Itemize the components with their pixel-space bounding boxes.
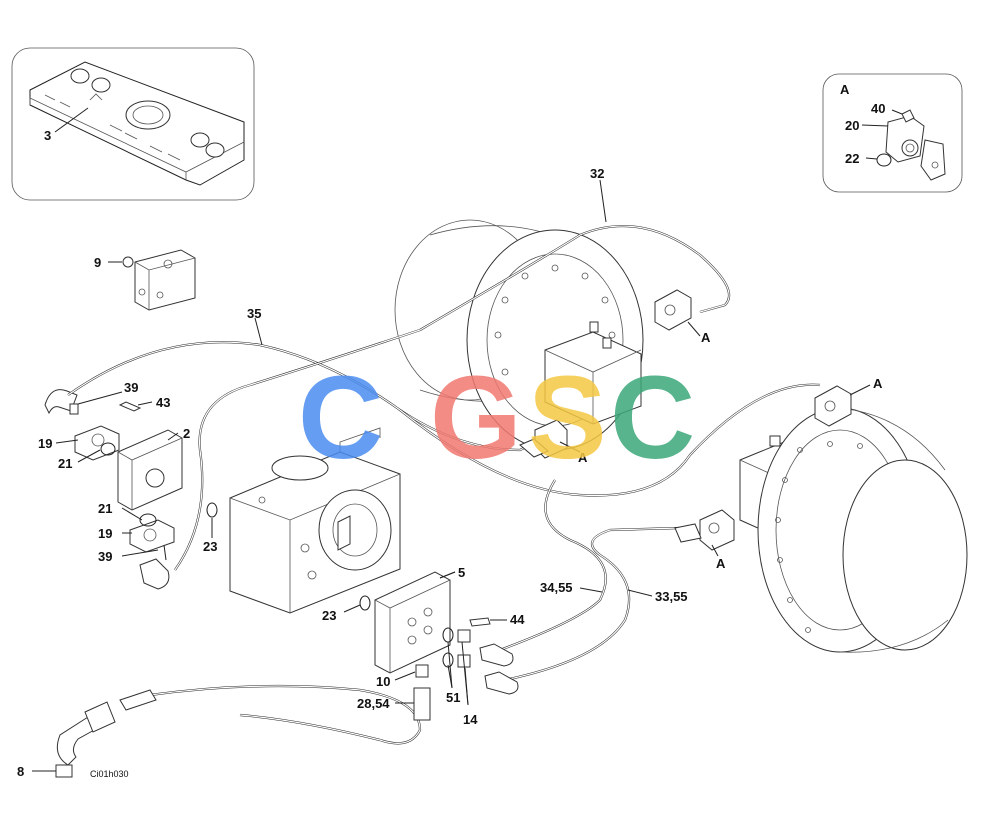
callout-3: 3 <box>44 128 51 143</box>
inset-title: A <box>840 82 850 97</box>
callout-19-bottom: 19 <box>98 526 112 541</box>
callout-19-top: 19 <box>38 436 52 451</box>
fitting-block-9: 9 <box>94 249 196 311</box>
watermark-logo: C G S C <box>298 352 695 484</box>
hose-lines <box>67 225 821 745</box>
callout-32: 32 <box>590 166 604 181</box>
inset-dashboard: 3 <box>11 47 255 201</box>
callout-51: 51 <box>446 690 460 705</box>
bolt-circle-icon <box>775 441 863 633</box>
callout-a-4: A <box>716 556 726 571</box>
callout-22: 22 <box>845 151 859 166</box>
callout-labels: 35 32 39 43 19 21 2 21 19 39 23 23 5 44 … <box>17 166 883 779</box>
callout-43: 43 <box>156 395 170 410</box>
callout-9: 9 <box>94 255 101 270</box>
callout-14: 14 <box>463 712 478 727</box>
callout-10: 10 <box>376 674 390 689</box>
callout-34-55: 34,55 <box>540 580 573 595</box>
watermark-letter-3: S <box>528 352 607 484</box>
valve-block-5 <box>374 571 456 674</box>
watermark-letter-1: C <box>298 352 383 484</box>
callout-8: 8 <box>17 764 24 779</box>
callout-23-right: 23 <box>322 608 336 623</box>
callout-28-54: 28,54 <box>357 696 390 711</box>
callout-a-3: A <box>578 450 588 465</box>
callout-a-1: A <box>701 330 711 345</box>
block-2-assembly <box>44 389 183 590</box>
callout-39-bottom: 39 <box>98 549 112 564</box>
wheel-motor-lower <box>739 407 968 653</box>
drawing-code: Ci01h030 <box>90 769 129 779</box>
watermark-letter-2: G <box>430 352 522 484</box>
leader-lines <box>32 179 871 772</box>
gauge-icon <box>70 68 225 158</box>
callout-33-55: 33,55 <box>655 589 688 604</box>
callout-20: 20 <box>845 118 859 133</box>
pump-housing <box>229 427 401 614</box>
inset-flange-detail: A 40 20 22 <box>822 73 963 193</box>
fittings-cluster <box>55 502 519 778</box>
callout-39-top: 39 <box>124 380 138 395</box>
callout-44: 44 <box>510 612 525 627</box>
callout-21-top: 21 <box>58 456 72 471</box>
callout-35: 35 <box>247 306 261 321</box>
callout-5: 5 <box>458 565 465 580</box>
callout-23-left: 23 <box>203 539 217 554</box>
callout-40: 40 <box>871 101 885 116</box>
callout-2: 2 <box>183 426 190 441</box>
watermark-letter-4: C <box>610 352 695 484</box>
wheel-motor-upper <box>394 219 644 451</box>
callout-a-2: A <box>873 376 883 391</box>
callout-21-bottom: 21 <box>98 501 112 516</box>
flange-a-icons <box>519 289 852 551</box>
